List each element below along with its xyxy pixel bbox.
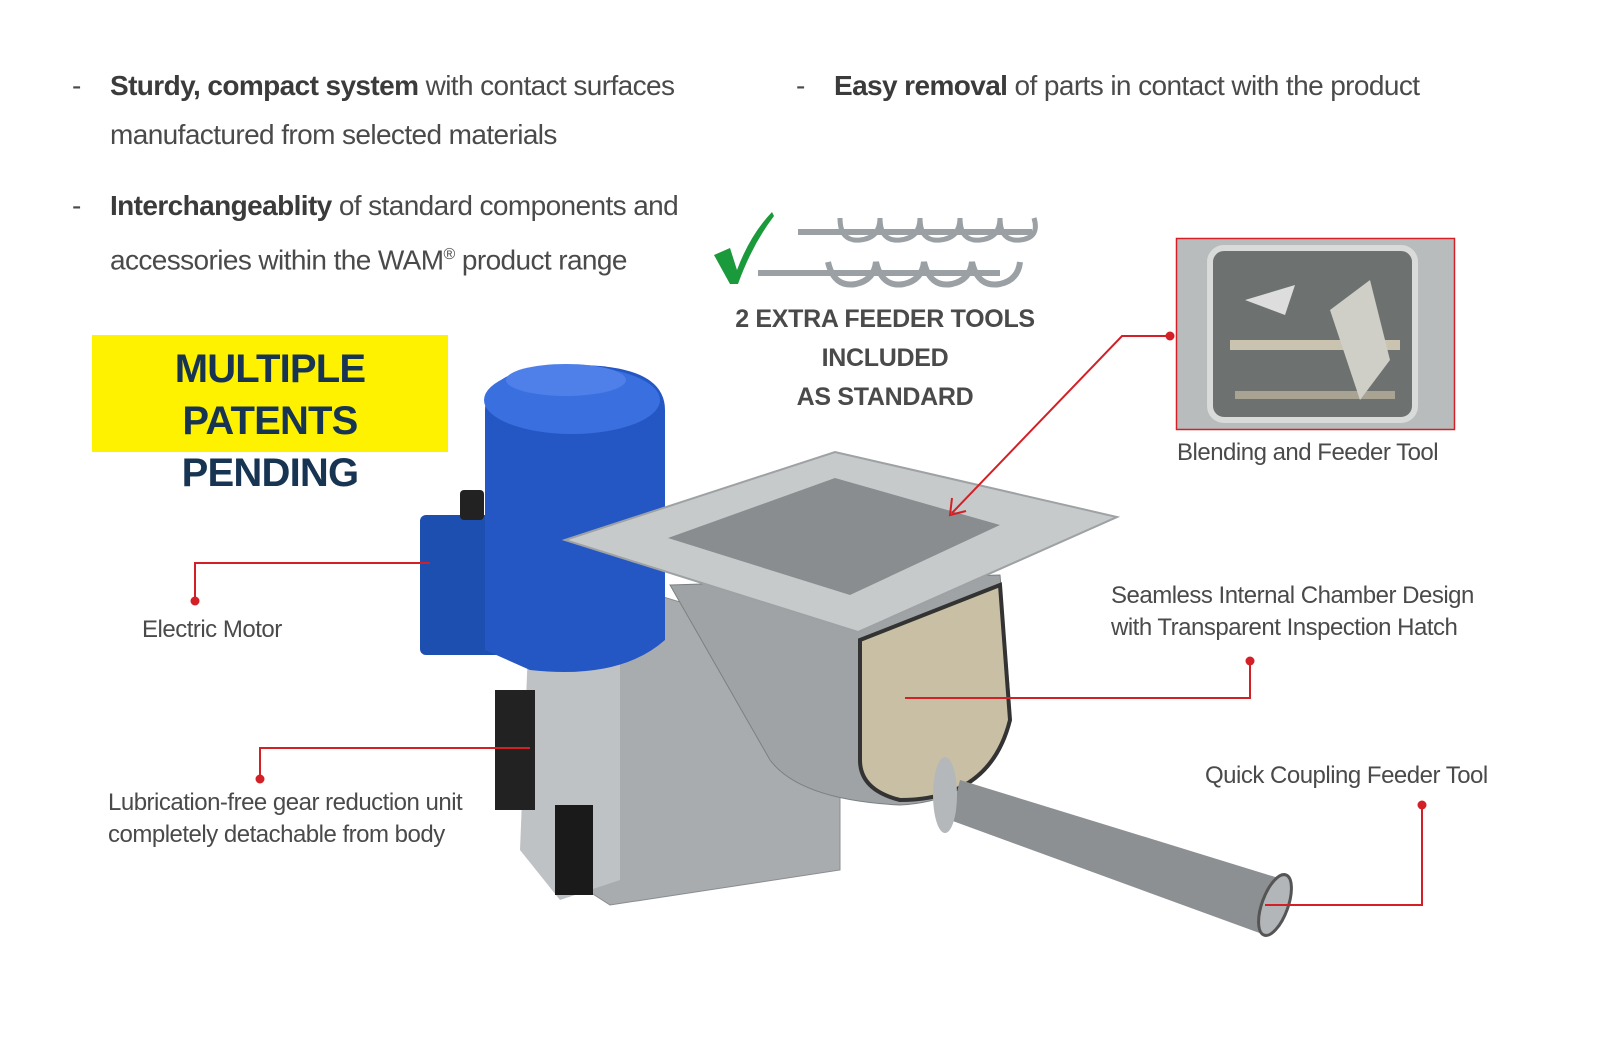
blending-tool-photo <box>1177 239 1454 429</box>
feeder-machine <box>420 364 1293 937</box>
leader-dots <box>190 331 1427 810</box>
feeder-screw-icon <box>798 217 1038 243</box>
callout-quick-coupling: Quick Coupling Feeder Tool <box>1205 762 1488 789</box>
callout-electric-motor: Electric Motor <box>142 616 282 643</box>
feature-easy-removal: - Easy removal of parts in contact with … <box>796 70 1420 101</box>
feature-sturdy: - Sturdy, compact system with contact su… <box>72 70 675 150</box>
leader-lines <box>194 335 1423 906</box>
callout-seamless-chamber: Seamless Internal Chamber Design with Tr… <box>1111 582 1474 641</box>
check-icon <box>714 212 774 284</box>
inset-frame <box>1175 237 1456 431</box>
patents-badge: MULTIPLE PATENTS PENDING <box>92 335 448 495</box>
callout-gear-unit: Lubrication-free gear reduction unit com… <box>108 789 463 848</box>
feature-interchangeability: - Interchangeablity of standard componen… <box>72 190 679 276</box>
extra-tools-caption: 2 EXTRA FEEDER TOOLS INCLUDED AS STANDAR… <box>735 305 1035 411</box>
feeder-screw-icon <box>758 261 1023 288</box>
callout-blending-tool: Blending and Feeder Tool <box>1177 439 1439 466</box>
